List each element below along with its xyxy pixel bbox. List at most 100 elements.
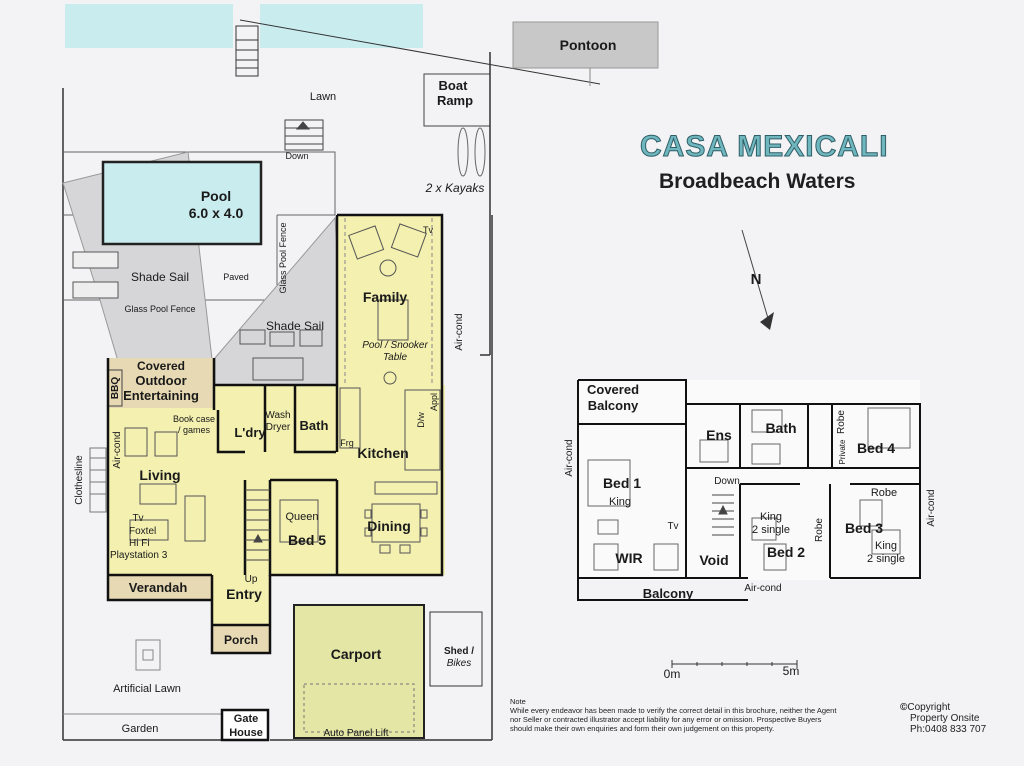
boat-ramp-label-2: Ramp [437, 93, 473, 108]
upper-robe-top-label: Robe [836, 410, 847, 434]
sun-lounger-icon [72, 251, 119, 299]
kitchen-bench [339, 387, 441, 495]
carport-label: Carport [331, 646, 382, 662]
bed3-label: Bed 3 [845, 520, 883, 536]
paved-label: Paved [223, 272, 249, 282]
lawn-label: Lawn [310, 91, 336, 103]
bbq-label: BBQ [110, 377, 121, 399]
bed1-king-label: King [609, 496, 631, 508]
pontoon [512, 21, 659, 69]
bed-icon [279, 499, 319, 543]
ensuite-label: Ens [706, 427, 732, 443]
note-heading: Note [510, 697, 526, 706]
upper-balcony-covered-label: Balcony [588, 398, 639, 413]
copyright-company: Property Onsite [910, 713, 980, 724]
covered-label: Covered [137, 359, 185, 373]
upper-bath-label: Bath [765, 420, 796, 436]
pool-label: Pool [201, 188, 231, 204]
lawn-steps [284, 119, 324, 151]
pool-table-label-2: Table [383, 352, 408, 363]
dryer-label: Dryer [266, 422, 291, 433]
foxtel-label: Foxtel [129, 526, 156, 537]
shade-sail-label: Shade Sail [131, 270, 189, 284]
canal-water-right [260, 4, 423, 48]
ground-stairs [245, 489, 270, 561]
bed2-king-label: King [760, 511, 782, 523]
pontoon-label: Pontoon [560, 37, 617, 53]
front-yard [63, 639, 222, 715]
dishwasher-label: D/w [416, 412, 426, 428]
shed [429, 611, 483, 687]
bookcase-label: Book case [173, 414, 215, 424]
verandah-area [108, 575, 212, 600]
family-furniture-icon [348, 223, 427, 385]
porch-area [212, 625, 270, 653]
upper-floor [577, 379, 921, 601]
north-label: N [751, 271, 762, 288]
pool [101, 160, 263, 246]
upper-covered-label: Covered [587, 382, 639, 397]
living-aircond-label: Air-cond [112, 431, 123, 468]
artificial-lawn-label: Artificial Lawn [113, 683, 181, 695]
upper-fixtures [587, 407, 911, 571]
family-tv-label: Tv [423, 225, 433, 235]
glass-fence-label-vertical: Glass Pool Fence [278, 222, 288, 293]
upper-tv-label: Tv [667, 521, 678, 532]
gate-house-label-2: House [229, 727, 263, 739]
jetty-steps [235, 19, 601, 85]
laundry-label: L'dry [234, 425, 266, 440]
bed4-label: Bed 4 [857, 440, 895, 456]
bookcase-label-2: / games [178, 425, 211, 435]
scale-bar [671, 660, 798, 668]
shed-label: Shed / [444, 646, 474, 657]
bed2-label: Bed 2 [767, 544, 805, 560]
pool-table-label: Pool / Snooker [362, 340, 428, 351]
bed3-king-label: King [875, 540, 897, 552]
note-body: While every endeavor has been made to ve… [510, 706, 837, 733]
stairs-up-label: Up [245, 574, 258, 585]
steps-down-label: Down [285, 151, 308, 161]
north-arrow-icon [741, 229, 774, 330]
disclaimer-note: Note While every endeavor has been made … [510, 697, 840, 733]
family-room-label: Family [363, 289, 408, 305]
kayak-icon [474, 127, 486, 177]
clothesline-icon [89, 447, 107, 513]
copyright-block: ©Copyright Property Onsite Ph:0408 833 7… [900, 702, 1020, 735]
garden-label: Garden [122, 723, 159, 735]
bed5-label: Bed 5 [288, 532, 326, 548]
bed2-robe-label: Robe [814, 518, 825, 542]
living-tv-label: Tv [132, 513, 143, 524]
upper-stairs [712, 494, 734, 536]
property-location: Broadbeach Waters [659, 170, 856, 193]
boat-ramp-label: Boat [439, 78, 469, 93]
wir-label: WIR [615, 550, 642, 566]
property-boundary [62, 52, 493, 741]
dining-label: Dining [367, 518, 411, 534]
outdoor-label: Outdoor [135, 373, 186, 388]
auto-panel-lift-label: Auto Panel Lift [323, 728, 388, 739]
bed3-single-label: 2 single [867, 553, 905, 565]
upper-stairs-down-label: Down [714, 476, 740, 487]
living-room-label: Living [139, 467, 180, 483]
kayaks-label: 2 x Kayaks [425, 181, 485, 195]
clothesline-label: Clothesline [74, 455, 85, 505]
covered-outdoor-area [108, 358, 214, 408]
auto-panel-lift [303, 683, 415, 733]
upper-aircond-right-label: Air-cond [926, 489, 937, 526]
copyright-icon: © [900, 702, 908, 713]
house-floor [108, 215, 445, 625]
upper-walls [577, 379, 921, 601]
kayak-icon [457, 127, 469, 177]
kitchen-label: Kitchen [357, 445, 408, 461]
living-furniture-icon [124, 427, 206, 542]
gate-house [220, 708, 270, 742]
canal-water-left [65, 4, 233, 48]
bed3-robe-label: Robe [871, 487, 897, 499]
fridge-label: Frg [340, 438, 354, 448]
bed5-queen-label: Queen [285, 511, 318, 523]
family-aircond-label: Air-cond [454, 313, 465, 350]
void-label: Void [699, 552, 728, 568]
property-name: CASA MEXICALI [640, 130, 889, 164]
shed-bikes-label: Bikes [447, 658, 471, 669]
